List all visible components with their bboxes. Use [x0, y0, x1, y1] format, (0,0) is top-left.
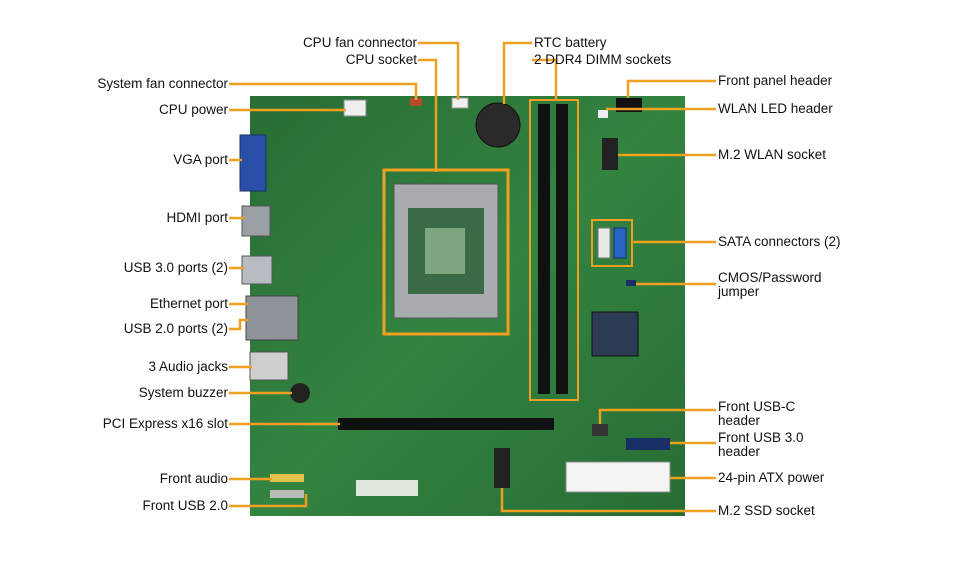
- usb3-ports: [241, 255, 273, 285]
- label-cpu-fan: CPU fan connector: [302, 35, 417, 50]
- label-front-usbc-line2: header: [718, 413, 761, 428]
- label-front-panel: Front panel header: [718, 73, 833, 88]
- label-usb3: USB 3.0 ports (2): [123, 260, 228, 275]
- label-cmos-line1: CMOS/Password: [718, 270, 822, 285]
- cpu-socket-pads: [425, 228, 465, 274]
- system-buzzer: [290, 383, 310, 403]
- cpu-fan-header: [451, 97, 469, 109]
- label-cmos-line2: jumper: [718, 284, 760, 299]
- front-usb30-header: [626, 438, 670, 450]
- front-usb2-header: [270, 490, 304, 498]
- dimm-slot-2: [556, 104, 568, 394]
- leader-rtc: [502, 41, 532, 104]
- label-system-fan: System fan connector: [97, 76, 228, 91]
- rtc-battery: [475, 102, 521, 148]
- dimm-highlight: [529, 99, 579, 401]
- label-cpu-socket: CPU socket: [345, 52, 417, 67]
- label-front-usb30: Front USB 3.0 header: [718, 431, 804, 459]
- wlan-led-header: [598, 110, 608, 118]
- audio-jack-block: [249, 351, 289, 381]
- chipset: [591, 311, 639, 357]
- atx-power-connector: [565, 461, 671, 493]
- label-dimm: 2 DDR4 DIMM sockets: [534, 52, 672, 67]
- m2-wlan-socket: [602, 138, 618, 170]
- label-pcie: PCI Express x16 slot: [102, 416, 228, 431]
- label-cpu-power: CPU power: [158, 102, 228, 117]
- label-front-usb30-line1: Front USB 3.0: [718, 430, 804, 445]
- leader-lines: [229, 41, 716, 513]
- leader-cpu-fan: [418, 41, 460, 100]
- label-m2-ssd: M.2 SSD socket: [718, 503, 815, 518]
- hdmi-port: [241, 205, 271, 237]
- label-vga: VGA port: [173, 152, 228, 167]
- cpu-power-connector: [343, 99, 367, 117]
- label-ethernet: Ethernet port: [149, 296, 228, 311]
- label-buzzer: System buzzer: [138, 385, 228, 400]
- label-front-usb30-line2: header: [718, 444, 761, 459]
- cpu-socket-highlight: [382, 168, 510, 336]
- label-usb2: USB 2.0 ports (2): [123, 321, 228, 336]
- label-front-usbc: Front USB-C header: [718, 400, 795, 428]
- label-atx: 24-pin ATX power: [718, 470, 825, 485]
- sata-connector-1: [597, 227, 611, 259]
- leader-usb2: [229, 318, 248, 331]
- leader-dimm: [532, 58, 558, 100]
- label-front-usbc-line1: Front USB-C: [718, 399, 796, 414]
- leader-front-panel: [626, 79, 716, 98]
- front-audio-header: [270, 474, 304, 482]
- leader-m2-ssd: [500, 488, 716, 513]
- label-cmos: CMOS/Password jumper: [718, 271, 822, 299]
- label-front-usb2: Front USB 2.0: [142, 498, 228, 513]
- dimm-slot-1: [538, 104, 550, 394]
- leader-front-usb2: [229, 494, 308, 508]
- leader-front-usbc: [598, 408, 716, 424]
- board-sticker: [356, 480, 418, 496]
- label-sata: SATA connectors (2): [718, 234, 841, 249]
- pcie-slot: [338, 418, 554, 430]
- label-hdmi: HDMI port: [166, 210, 228, 225]
- label-rtc-battery: RTC battery: [534, 35, 607, 50]
- label-wlan-led: WLAN LED header: [718, 101, 833, 116]
- ethernet-usb2-block: [245, 295, 299, 341]
- leader-cpu-socket: [418, 58, 438, 172]
- m2-ssd-socket: [494, 448, 510, 488]
- sata-connector-2: [613, 227, 627, 259]
- cmos-jumper: [626, 280, 636, 286]
- leader-system-fan: [229, 82, 418, 100]
- label-front-audio: Front audio: [159, 471, 228, 486]
- system-fan-header: [410, 98, 422, 106]
- label-m2-wlan: M.2 WLAN socket: [718, 147, 827, 162]
- vga-port: [239, 134, 267, 192]
- label-audio-jacks: 3 Audio jacks: [148, 359, 228, 374]
- front-usbc-header: [592, 424, 608, 436]
